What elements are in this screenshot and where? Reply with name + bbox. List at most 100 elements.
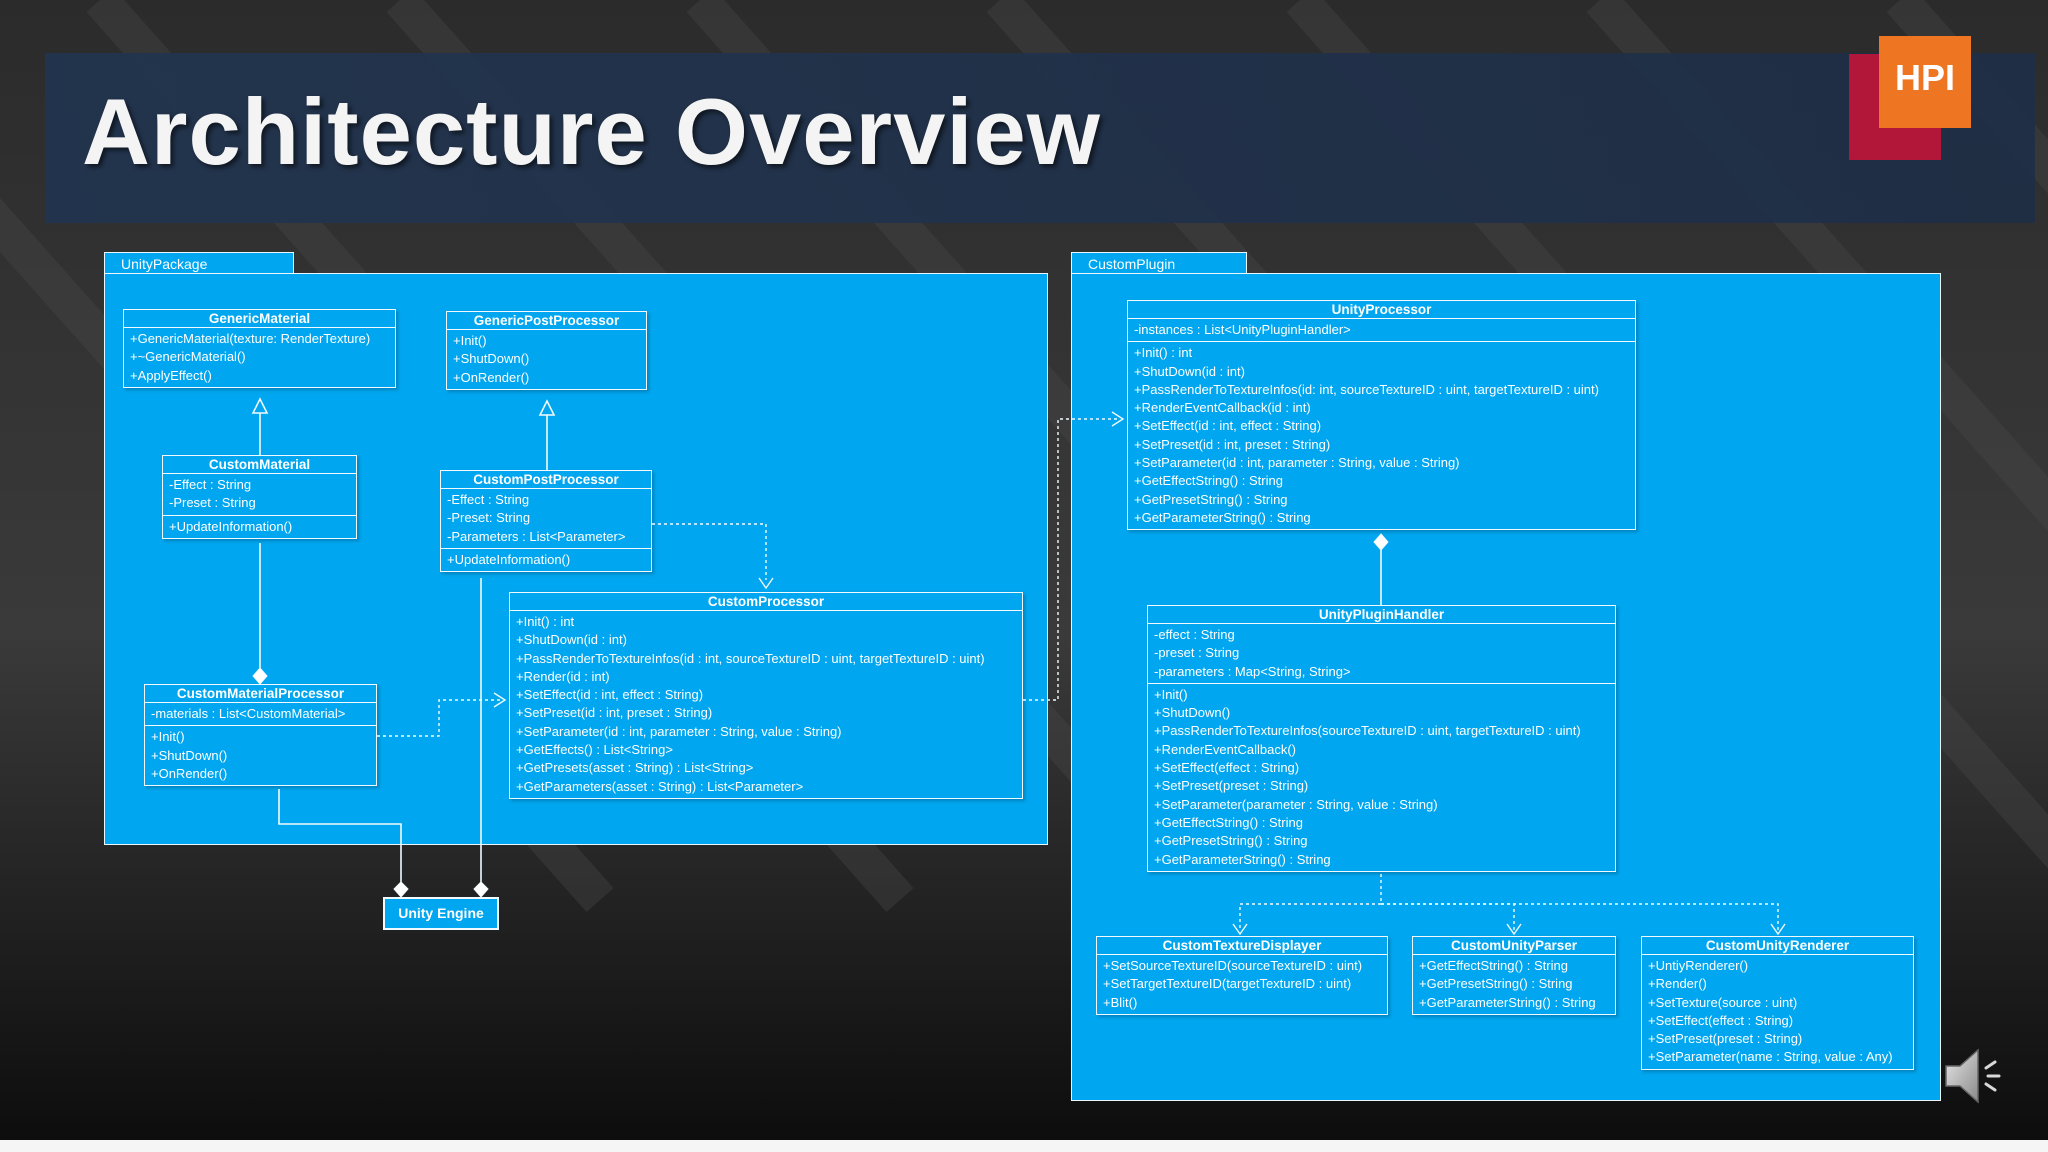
attribute: -materials : List<CustomMaterial> — [151, 706, 346, 721]
method: +ApplyEffect() — [130, 367, 212, 383]
methods-section: +UpdateInformation() — [441, 549, 651, 571]
method: +GetPresetString() : String — [1154, 833, 1308, 849]
attribute: -Effect : String — [447, 492, 530, 507]
class-name: CustomProcessor — [510, 593, 1022, 611]
methods-section: +Init() : int +ShutDown(id : int) +PassR… — [1128, 342, 1635, 529]
method: +Render(id : int) — [516, 668, 610, 684]
method: +SetEffect(effect : String) — [1154, 760, 1300, 776]
method: +SetEffect(effect : String) — [1648, 1012, 1794, 1028]
methods-section: +UntiyRenderer() +Render() +SetTexture(s… — [1642, 955, 1913, 1069]
class-name: CustomTextureDisplayer — [1097, 937, 1387, 955]
method: +Init() — [1154, 686, 1188, 702]
method: +SetParameter(id : int, parameter : Stri… — [1134, 455, 1460, 471]
attribute: -effect : String — [1154, 627, 1235, 642]
method: +Init() : int — [516, 614, 575, 629]
method: +SetParameter(id : int, parameter : Stri… — [516, 723, 842, 739]
attributes-section: -Effect : String -Preset : String — [163, 474, 356, 516]
class-unity-processor: UnityProcessor -instances : List<UnityPl… — [1127, 300, 1636, 531]
method: +PassRenderToTextureInfos(sourceTextureI… — [1154, 723, 1581, 739]
attribute: -parameters : Map<String, String> — [1154, 663, 1351, 679]
class-name: CustomMaterial — [163, 456, 356, 474]
method: +SetSourceTextureID(sourceTextureID : ui… — [1103, 958, 1363, 973]
class-name: GenericPostProcessor — [447, 312, 646, 330]
method: +PassRenderToTextureInfos(id: int, sourc… — [1134, 381, 1599, 397]
attributes-section: -Effect : String -Preset: String -Parame… — [441, 489, 651, 549]
class-custom-unity-renderer: CustomUnityRenderer +UntiyRenderer() +Re… — [1641, 936, 1914, 1070]
attribute: -Preset: String — [447, 510, 531, 526]
class-custom-material: CustomMaterial -Effect : String -Preset … — [162, 455, 357, 539]
method: +SetTexture(source : uint) — [1648, 994, 1798, 1010]
method: +GetParameterString() : String — [1154, 851, 1331, 867]
attributes-section: -materials : List<CustomMaterial> — [145, 703, 376, 727]
method: +Init() : int — [1134, 345, 1193, 361]
unity-engine-box: Unity Engine — [383, 897, 499, 930]
methods-section: +UpdateInformation() — [163, 516, 356, 538]
methods-section: +GetEffectString() : String +GetPresetSt… — [1413, 955, 1615, 1014]
method: +OnRender() — [453, 369, 530, 385]
attribute: -Parameters : List<Parameter> — [447, 528, 626, 544]
method: +Render() — [1648, 976, 1707, 992]
method: +GetParameters(asset : String) : List<Pa… — [516, 778, 804, 794]
class-name: CustomUnityRenderer — [1642, 937, 1913, 955]
speaker-icon[interactable] — [1942, 1040, 2012, 1110]
method: +GetEffects() : List<String> — [516, 742, 673, 758]
methods-section: +Init() +ShutDown() +OnRender() — [447, 330, 646, 389]
attributes-section: -effect : String -preset : String -param… — [1148, 624, 1615, 684]
method: +UntiyRenderer() — [1648, 958, 1749, 973]
methods-section: +SetSourceTextureID(sourceTextureID : ui… — [1097, 955, 1387, 1014]
package-tab-unity-package: UnityPackage — [104, 252, 294, 274]
class-custom-material-processor: CustomMaterialProcessor -materials : Lis… — [144, 684, 377, 787]
attribute: -Preset : String — [169, 495, 256, 511]
method: +GetEffectString() : String — [1134, 473, 1283, 489]
method: +GetParameterString() : String — [1419, 994, 1596, 1010]
class-custom-texture-displayer: CustomTextureDisplayer +SetSourceTexture… — [1096, 936, 1388, 1015]
class-custom-processor: CustomProcessor +Init() : int +ShutDown(… — [509, 592, 1023, 799]
method: +GetPresetString() : String — [1134, 491, 1288, 507]
method: +GetPresetString() : String — [1419, 976, 1573, 992]
method: +ShutDown() — [453, 351, 530, 367]
class-name: UnityPluginHandler — [1148, 606, 1615, 624]
method: +SetPreset(id : int, preset : String) — [1134, 436, 1331, 452]
class-generic-material: GenericMaterial +GenericMaterial(texture… — [123, 309, 396, 388]
method: +GetPresets(asset : String) : List<Strin… — [516, 760, 754, 776]
method: +GenericMaterial(texture: RenderTexture) — [130, 331, 371, 346]
method: +GetParameterString() : String — [1134, 509, 1311, 525]
method: +GetEffectString() : String — [1154, 814, 1303, 830]
methods-section: +Init() +ShutDown() +OnRender() — [145, 726, 376, 785]
method: +SetPreset(id : int, preset : String) — [516, 705, 713, 721]
method: +GetEffectString() : String — [1419, 958, 1568, 973]
class-generic-post-processor: GenericPostProcessor +Init() +ShutDown()… — [446, 311, 647, 390]
method: +SetPreset(preset : String) — [1154, 778, 1309, 794]
logo-text: HPI — [1879, 36, 1971, 128]
method: +ShutDown() — [151, 747, 228, 763]
method: +SetEffect(id : int, effect : String) — [516, 687, 704, 703]
methods-section: +GenericMaterial(texture: RenderTexture)… — [124, 328, 395, 387]
method: +SetTargetTextureID(targetTextureID : ui… — [1103, 976, 1352, 992]
method: +Init() — [151, 729, 185, 745]
method: +~GenericMaterial() — [130, 349, 246, 365]
class-unity-plugin-handler: UnityPluginHandler -effect : String -pre… — [1147, 605, 1616, 872]
methods-section: +Init() : int +ShutDown(id : int) +PassR… — [510, 611, 1022, 798]
method: +ShutDown(id : int) — [1134, 363, 1245, 379]
method: +OnRender() — [151, 765, 228, 781]
method: +SetEffect(id : int, effect : String) — [1134, 418, 1322, 434]
title-bar — [45, 53, 2035, 223]
slide-title: Architecture Overview — [82, 79, 1101, 184]
method: +ShutDown() — [1154, 705, 1231, 721]
class-custom-post-processor: CustomPostProcessor -Effect : String -Pr… — [440, 470, 652, 573]
class-custom-unity-parser: CustomUnityParser +GetEffectString() : S… — [1412, 936, 1616, 1015]
class-name: CustomPostProcessor — [441, 471, 651, 489]
method: +UpdateInformation() — [447, 551, 571, 567]
class-name: GenericMaterial — [124, 310, 395, 328]
method: +PassRenderToTextureInfos(id : int, sour… — [516, 650, 985, 666]
method: +RenderEventCallback(id : int) — [1134, 400, 1311, 416]
class-name: CustomUnityParser — [1413, 937, 1615, 955]
method: +SetParameter(parameter : String, value … — [1154, 796, 1438, 812]
package-tab-custom-plugin: CustomPlugin — [1071, 252, 1247, 274]
attribute: -preset : String — [1154, 645, 1240, 661]
method: +UpdateInformation() — [169, 518, 293, 534]
class-name: CustomMaterialProcessor — [145, 685, 376, 703]
attributes-section: -instances : List<UnityPluginHandler> — [1128, 319, 1635, 343]
class-name: UnityProcessor — [1128, 301, 1635, 319]
method: +Init() — [453, 333, 487, 348]
